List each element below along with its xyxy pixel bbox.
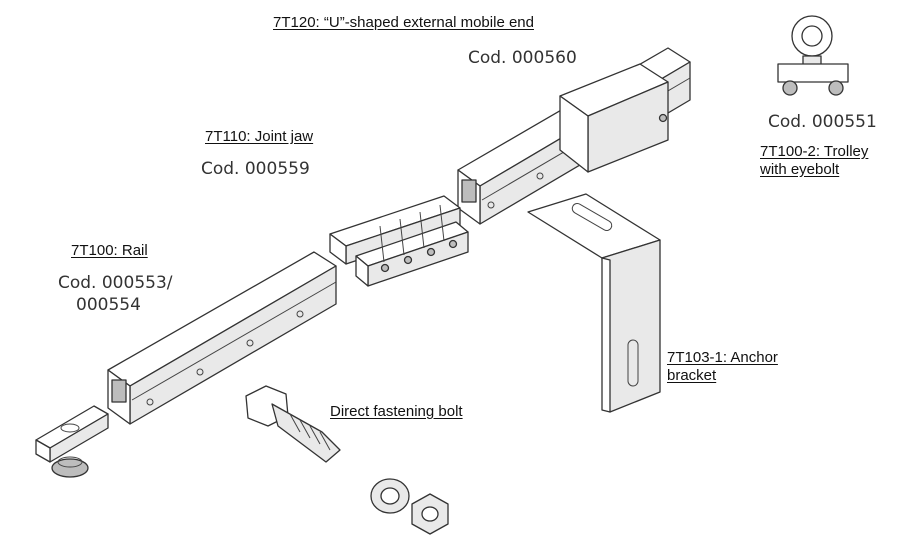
trolley-code: Cod. 000551 (768, 112, 877, 132)
rail-code: Cod. 000553/ 000554 (58, 272, 173, 316)
mobile-end-part (457, 47, 691, 225)
mobile-end-code: Cod. 000560 (468, 48, 577, 68)
joint-jaw-part (329, 195, 469, 287)
fastening-bolt-part (245, 385, 341, 463)
nut-part (411, 493, 449, 535)
t-nut-part (35, 405, 109, 478)
rail-code-line2: 000554 (76, 295, 141, 315)
trolley-part (777, 15, 849, 96)
fastening-bolt-label: Direct fastening bolt (330, 403, 463, 420)
trolley-label-line2: with eyebolt (760, 161, 840, 178)
rail-part (107, 251, 337, 425)
trolley-label: 7T100-2: Trolley with eyebolt (760, 143, 868, 179)
anchor-bracket-label-line1: 7T103-1: Anchor (667, 349, 778, 366)
washer-part (370, 478, 410, 514)
joint-jaw-code: Cod. 000559 (201, 159, 310, 179)
anchor-bracket-part (527, 193, 661, 413)
joint-jaw-label: 7T110: Joint jaw (205, 128, 314, 145)
anchor-bracket-label-line2: bracket (667, 367, 717, 384)
mobile-end-label: 7T120: “U”-shaped external mobile end (273, 14, 534, 31)
rail-label: 7T100: Rail (71, 242, 148, 259)
trolley-label-line1: 7T100-2: Trolley (760, 143, 869, 160)
anchor-bracket-label: 7T103-1: Anchor bracket (667, 349, 778, 385)
rail-code-line1: Cod. 000553/ (58, 273, 173, 293)
